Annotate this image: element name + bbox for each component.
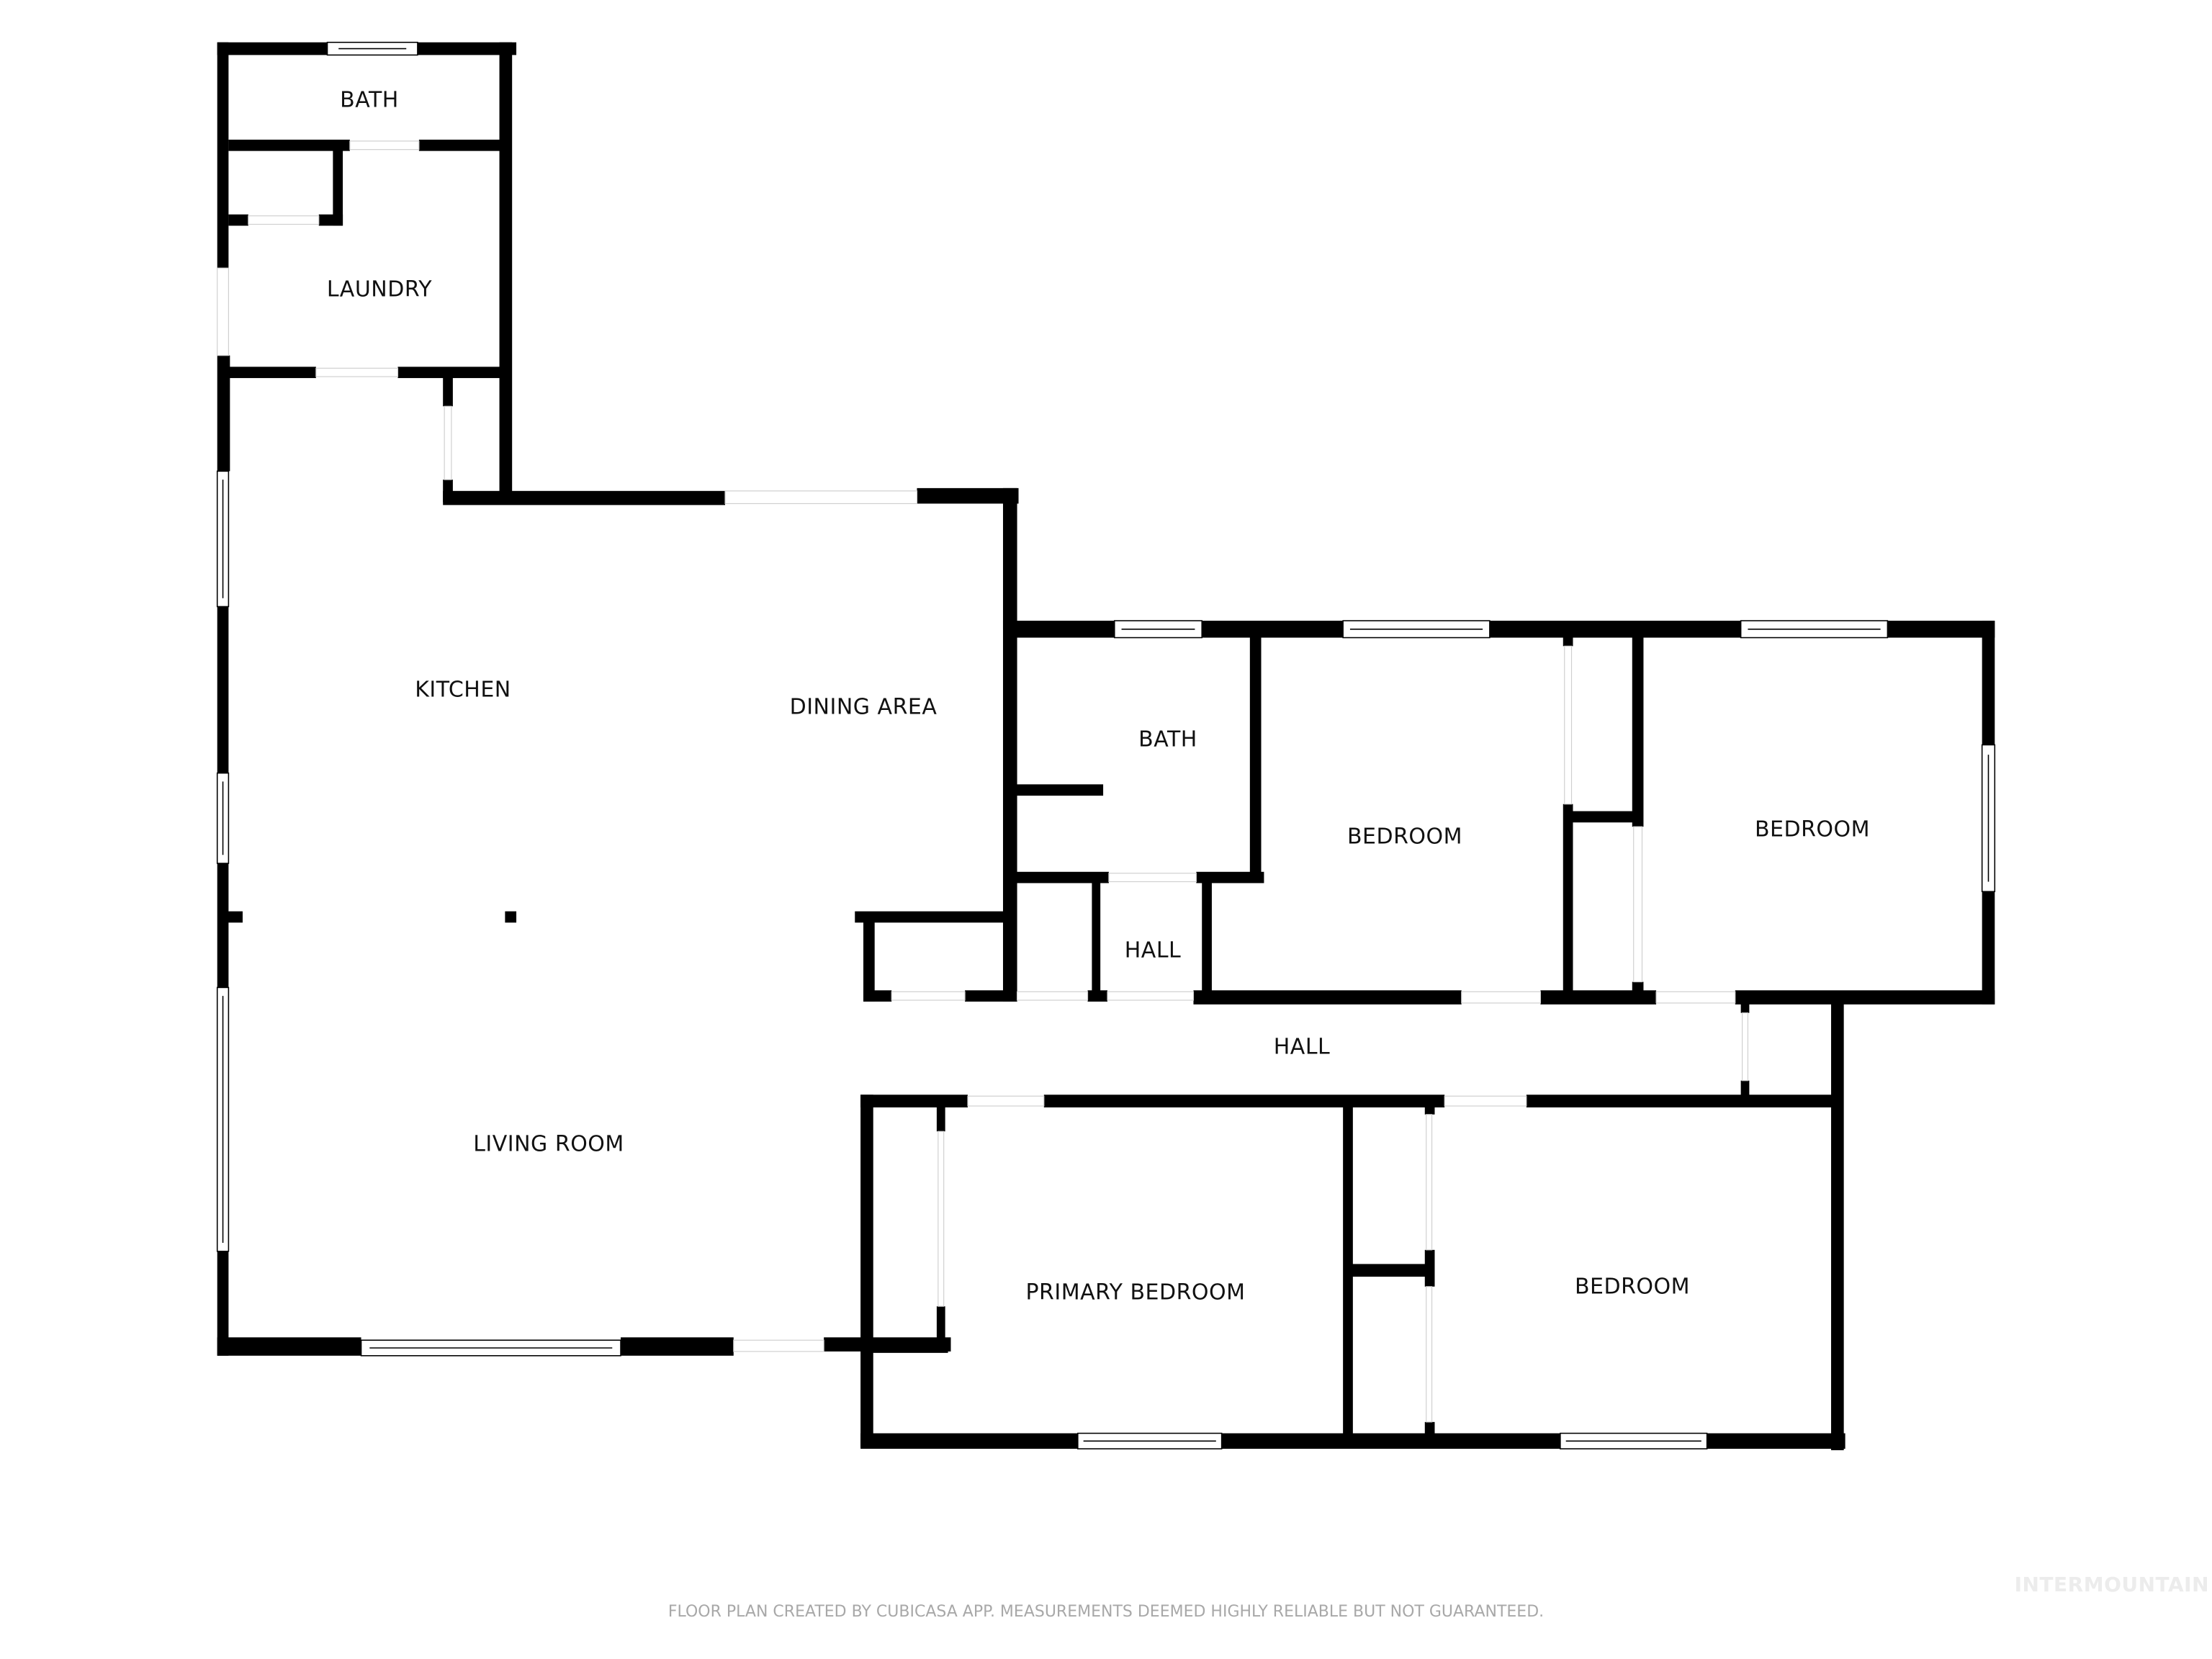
room-label-bedroom-2: BEDROOM bbox=[1754, 817, 1871, 842]
room-label-laundry: LAUNDRY bbox=[326, 276, 433, 302]
room-label-hall-small: HALL bbox=[1124, 938, 1182, 963]
windows bbox=[216, 41, 1996, 1449]
room-label-hall-main: HALL bbox=[1273, 1034, 1331, 1060]
room-label-bath-hall: BATH bbox=[1138, 727, 1197, 752]
room-label-kitchen: KITCHEN bbox=[415, 677, 511, 703]
door-openings bbox=[217, 140, 1749, 1423]
room-label-bath-top: BATH bbox=[340, 87, 399, 113]
walls bbox=[217, 42, 1995, 1451]
room-label-dining-area: DINING AREA bbox=[789, 694, 938, 720]
room-label-living-room: LIVING ROOM bbox=[473, 1131, 624, 1157]
room-label-bedroom-3: BEDROOM bbox=[1574, 1274, 1691, 1300]
room-label-bedroom-1: BEDROOM bbox=[1346, 824, 1463, 850]
watermark-logo: INTERMOUNTAIN bbox=[2014, 1573, 2209, 1596]
room-label-primary-bedroom: PRIMARY BEDROOM bbox=[1025, 1280, 1246, 1305]
disclaimer-text: FLOOR PLAN CREATED BY CUBICASA APP. MEAS… bbox=[667, 1603, 1545, 1621]
